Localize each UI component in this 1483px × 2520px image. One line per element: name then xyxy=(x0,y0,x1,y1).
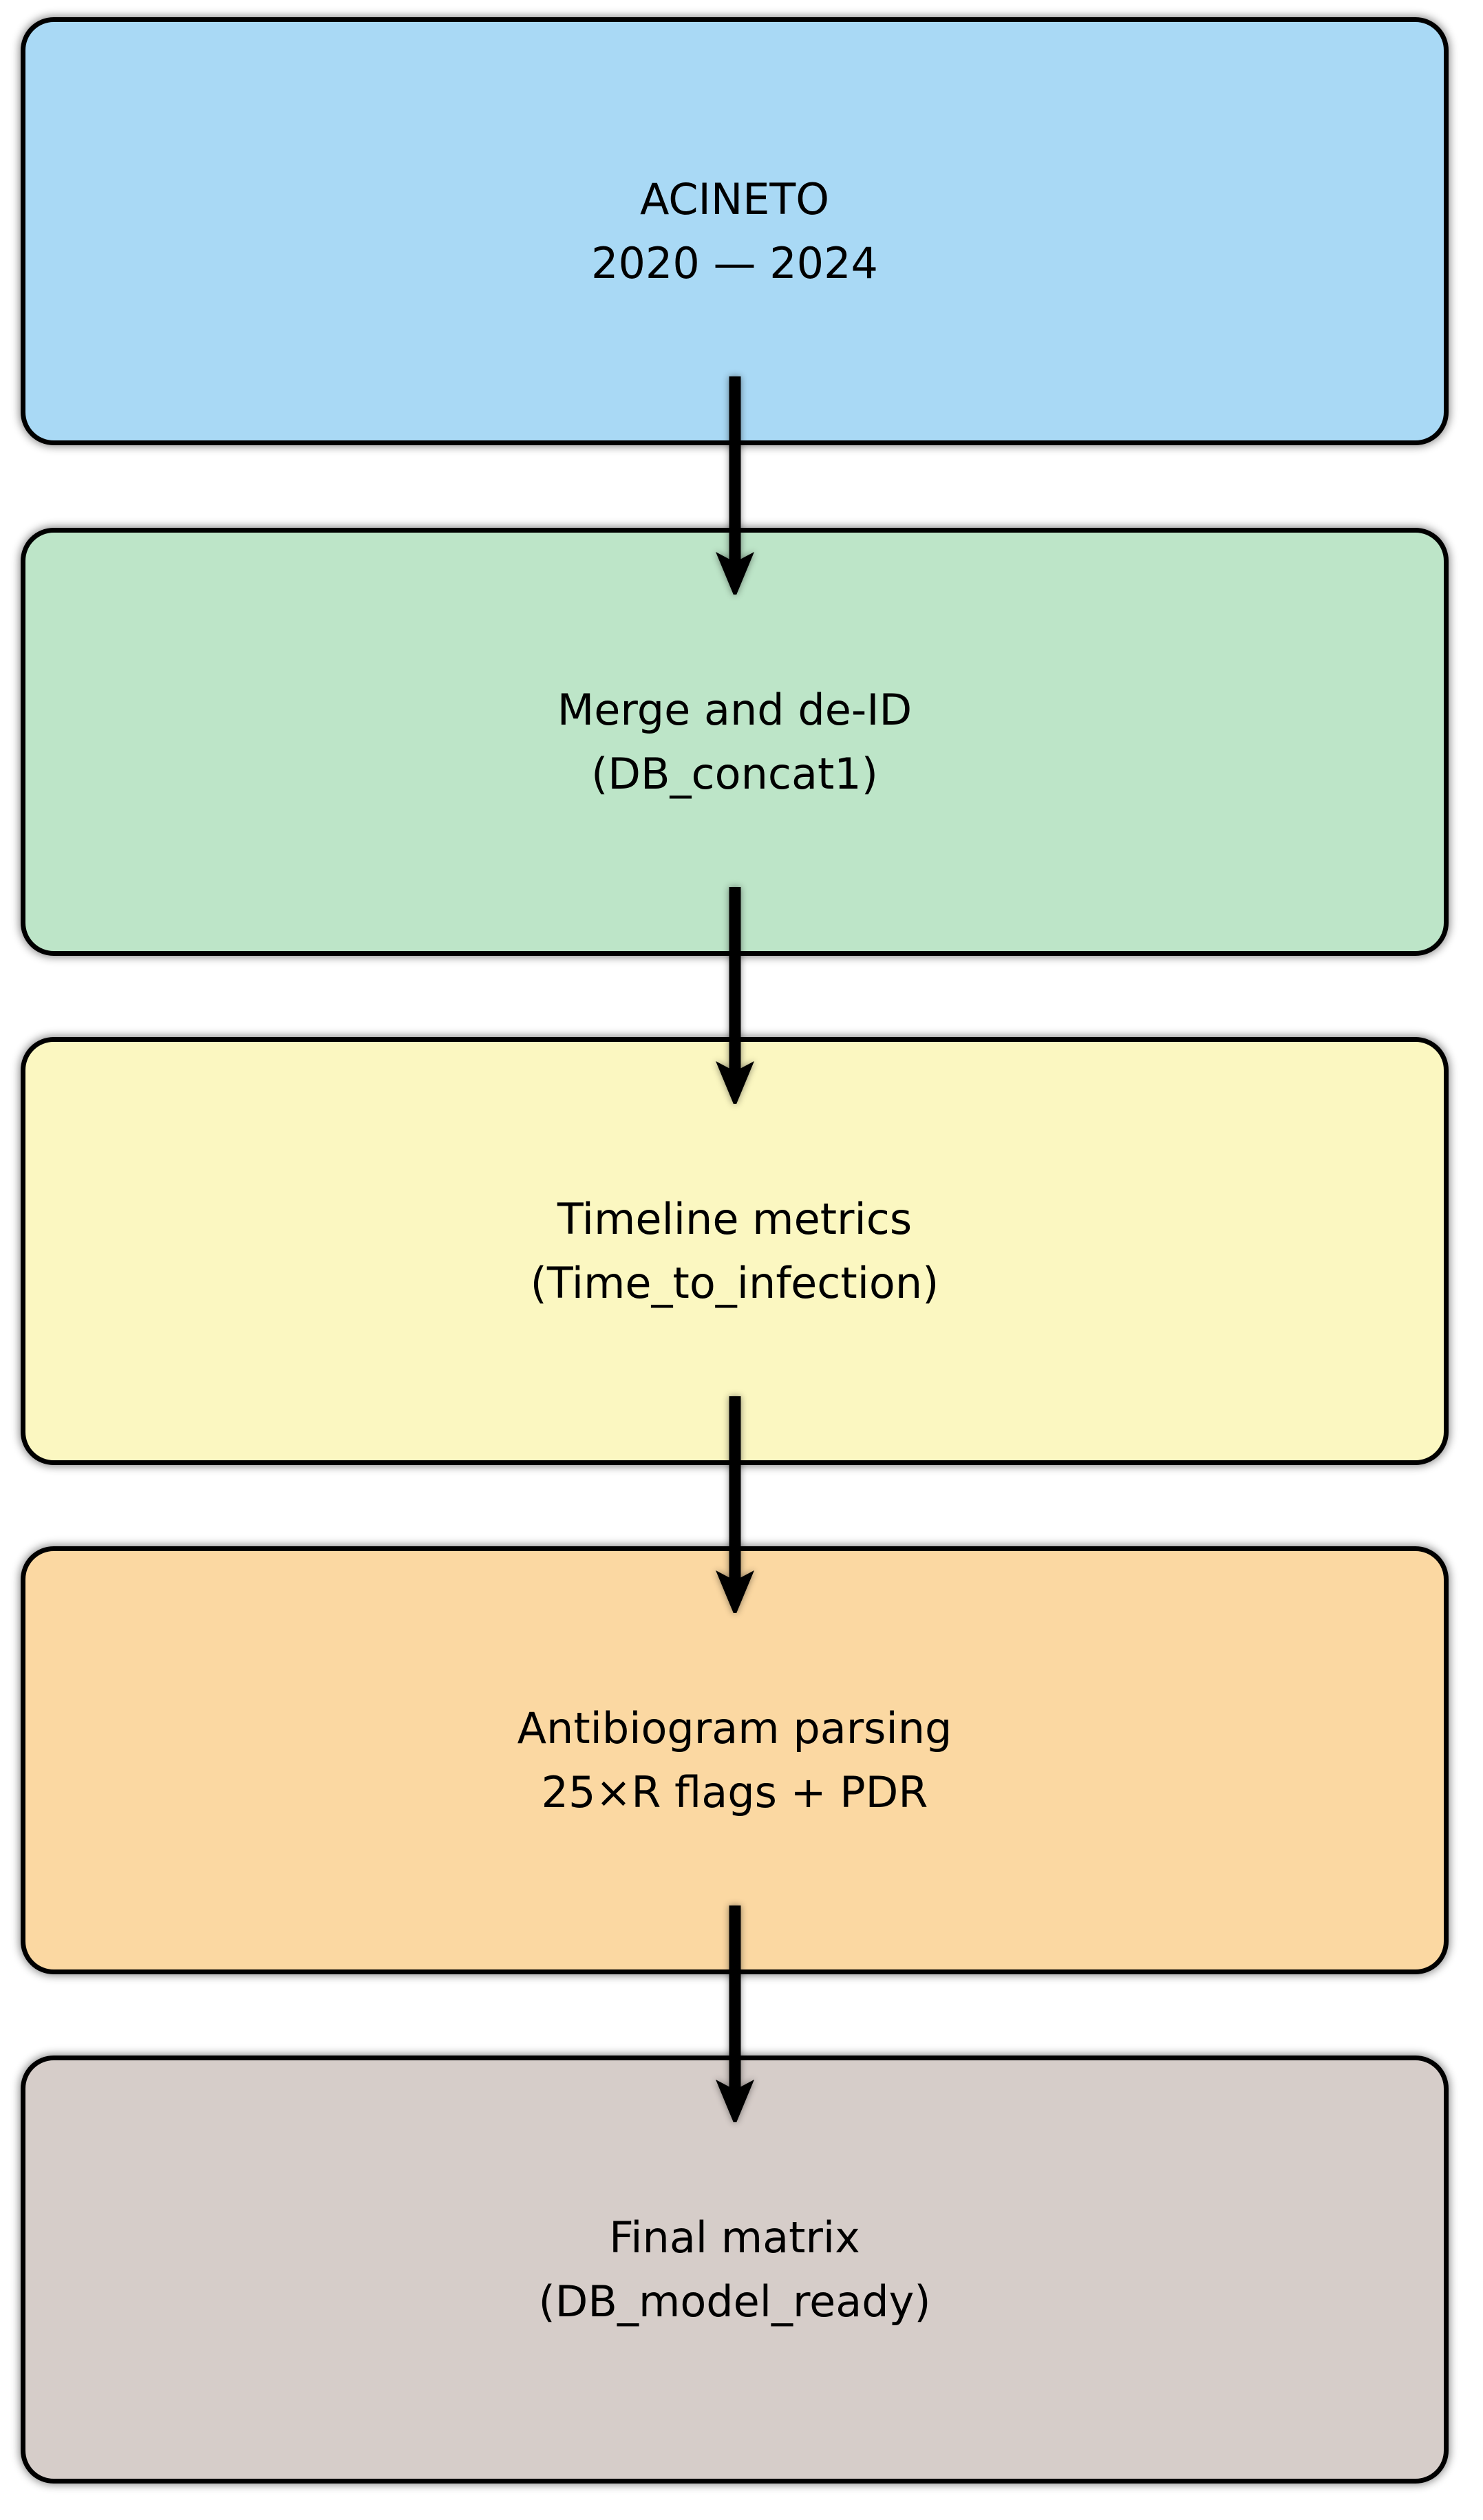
node-title: Merge and de-ID xyxy=(557,685,913,735)
flow-arrow-1 xyxy=(716,376,754,595)
flow-node-acineto: ACINETO 2020 — 2024 xyxy=(21,17,1449,445)
arrow-stem xyxy=(729,376,741,566)
node-title: Antibiogram parsing xyxy=(517,1703,952,1753)
node-title: Timeline metrics xyxy=(557,1194,913,1244)
flow-node-timeline-metrics: Timeline metrics (Time_to_infection) xyxy=(21,1037,1449,1465)
node-title: ACINETO xyxy=(639,174,830,224)
flow-node-antibiogram-parsing: Antibiogram parsing 25×R flags + PDR xyxy=(21,1546,1449,1974)
flow-arrow-2 xyxy=(716,887,754,1104)
node-title: Final matrix xyxy=(609,2212,860,2263)
arrow-stem xyxy=(729,887,741,1075)
node-subtitle: (Time_to_infection) xyxy=(530,1258,939,1308)
node-subtitle: (DB_model_ready) xyxy=(538,2276,931,2327)
node-subtitle: (DB_concat1) xyxy=(591,749,878,799)
flow-arrow-4 xyxy=(716,1905,754,2122)
flow-node-merge-deid: Merge and de-ID (DB_concat1) xyxy=(21,528,1449,956)
arrow-stem xyxy=(729,1396,741,1584)
node-subtitle: 2020 — 2024 xyxy=(591,238,878,288)
flow-arrow-3 xyxy=(716,1396,754,1613)
node-subtitle: 25×R flags + PDR xyxy=(541,1767,928,1817)
arrow-stem xyxy=(729,1905,741,2093)
